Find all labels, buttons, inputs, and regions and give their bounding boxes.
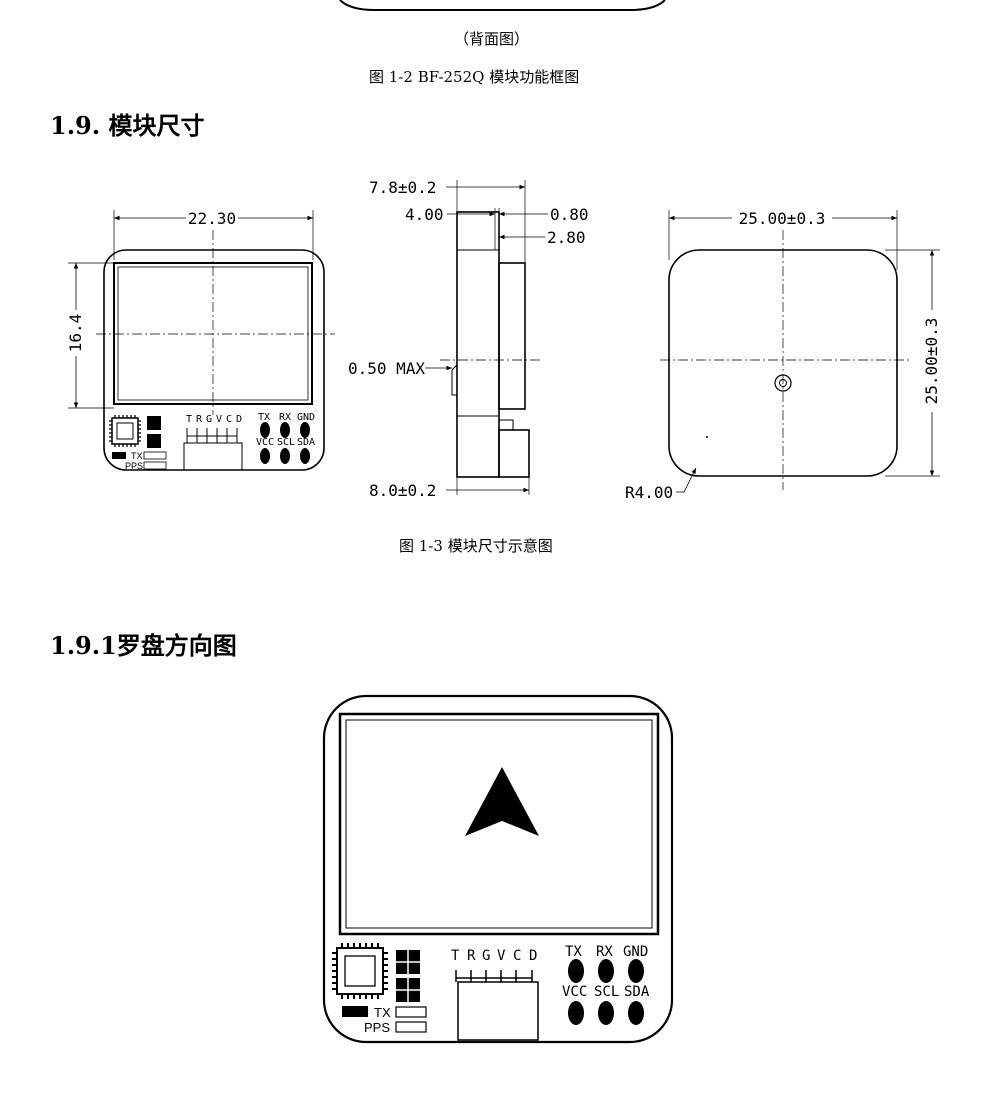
led-label-pps: PPS (364, 1020, 390, 1035)
header-pin-2: R (196, 414, 203, 425)
chip-icon (109, 415, 141, 447)
pad-label-sda: SDA (297, 437, 315, 448)
led-label-tx: TX (131, 451, 143, 461)
pad-label-rx: RX (596, 944, 613, 960)
header-pin-5: C (226, 414, 232, 425)
pad-label-gnd: GND (623, 944, 648, 960)
header-pin-6: D (529, 948, 537, 964)
dim-radius: R4.00 (625, 483, 673, 502)
dimension-drawing: 22.30 16.4 TX PPS T R G V C D (66, 178, 941, 502)
pad-label-scl: SCL (594, 984, 619, 1000)
header-pin-1: T (451, 948, 460, 964)
caption-figure-1-2: 图 1-2 BF-252Q 模块功能框图 (369, 68, 580, 86)
heading-module-dimensions: 1.9. 模块尺寸 (50, 111, 205, 140)
pad-label-vcc: VCC (562, 984, 587, 1000)
dim-height-front: 16.4 (66, 314, 85, 353)
pad-label-rx: RX (279, 412, 291, 423)
front-view: 22.30 16.4 TX PPS T R G V C D (66, 209, 335, 471)
dim-width-back: 25.00±0.3 (739, 209, 826, 228)
header-pin-1: T (186, 414, 192, 425)
pad-label-gnd: GND (297, 412, 315, 423)
dim-thickness: 7.8±0.2 (369, 178, 436, 197)
back-view: 25.00±0.3 25.00±0.3 R4.00 (625, 209, 941, 502)
side-view: 7.8±0.2 4.00 0.80 2.80 0.50 MAX 8.0±0.2 (348, 178, 589, 500)
dim-0-50-max: 0.50 MAX (348, 359, 425, 378)
pad-label-scl: SCL (277, 437, 295, 448)
dim-height-back: 25.00±0.3 (922, 318, 941, 405)
header-pin-4: V (497, 948, 506, 964)
header-pin-2: R (467, 948, 476, 964)
pad-label-tx: TX (565, 944, 582, 960)
led-label-tx: TX (374, 1005, 391, 1020)
dim-4-00: 4.00 (405, 205, 444, 224)
dim-bottom-thickness: 8.0±0.2 (369, 481, 436, 500)
back-view-outline-bottom (339, 0, 666, 11)
pad-label-sda: SDA (624, 984, 650, 1000)
heading-compass-direction: 1.9.1罗盘方向图 (50, 631, 237, 660)
caption-figure-1-3: 图 1-3 模块尺寸示意图 (399, 537, 553, 555)
chip-icon (332, 943, 388, 999)
dim-width-front: 22.30 (188, 209, 236, 228)
header-pin-5: C (513, 948, 521, 964)
pad-label-vcc: VCC (256, 437, 274, 448)
led-label-pps: PPS (125, 461, 143, 471)
header-pin-3: G (482, 948, 490, 964)
caption-back-view: （背面图） (454, 30, 530, 48)
compass-direction-figure: TX PPS T R G V C D TX RX GND VCC SCL SDA (322, 694, 674, 1044)
header-pin-3: G (206, 414, 212, 425)
header-pin-4: V (216, 414, 222, 425)
pad-label-tx: TX (258, 412, 270, 423)
header-pin-6: D (236, 414, 242, 425)
dim-2-80: 2.80 (547, 228, 586, 247)
north-arrow-icon (465, 767, 539, 836)
dim-0-80: 0.80 (550, 205, 589, 224)
